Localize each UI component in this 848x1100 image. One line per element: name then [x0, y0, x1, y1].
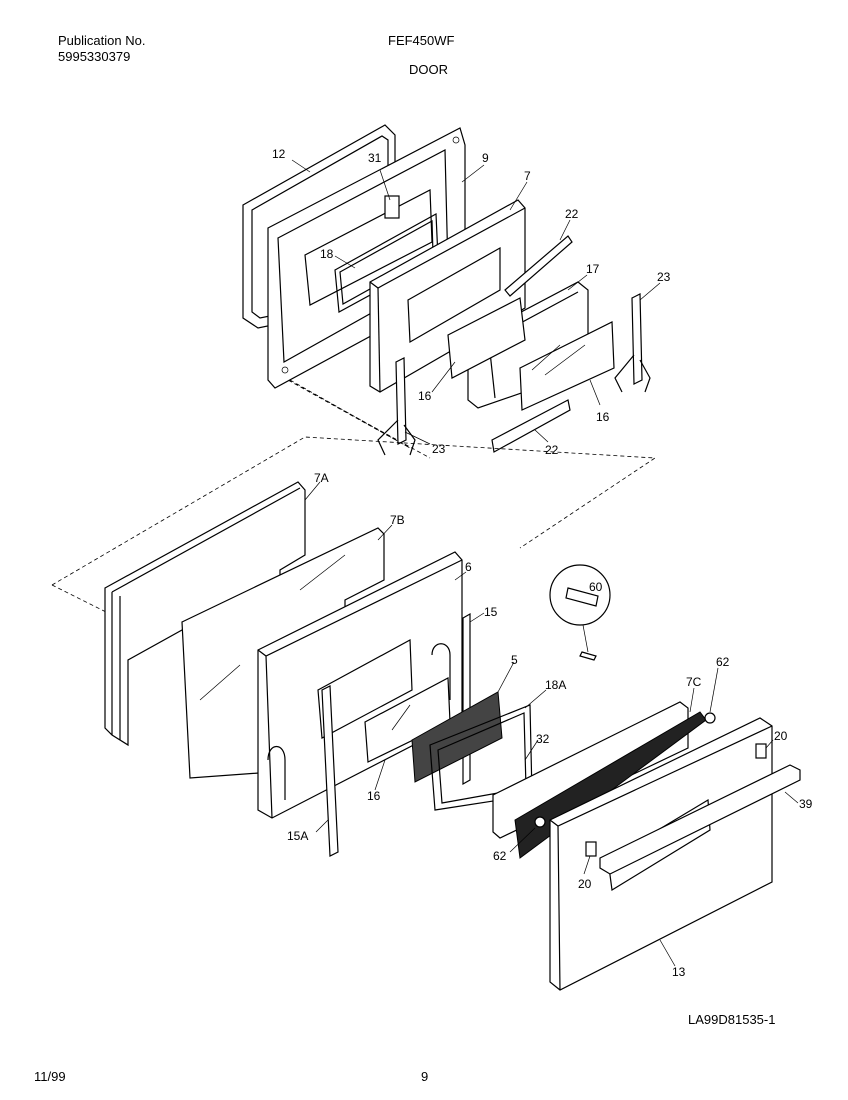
callout-16-left: 16	[418, 389, 432, 403]
screw-62-bottom	[534, 816, 546, 828]
callout-17: 17	[586, 262, 600, 276]
callout-16-right: 16	[596, 410, 610, 424]
callout-20-left: 20	[578, 877, 592, 891]
callout-6: 6	[465, 560, 472, 574]
leader-lines	[291, 159, 799, 967]
door-panel-6	[257, 551, 463, 819]
callout-22-top: 22	[565, 207, 579, 221]
callout-60: 60	[589, 580, 603, 594]
rail-22-bottom	[491, 399, 571, 453]
callout-32: 32	[536, 732, 550, 746]
screw-62-top	[704, 712, 716, 724]
callout-23-left: 23	[432, 442, 446, 456]
callout-7C: 7C	[686, 675, 702, 689]
callout-18A: 18A	[545, 678, 566, 692]
callout-15A: 15A	[287, 829, 308, 843]
bracket-31	[384, 195, 400, 219]
callout-31: 31	[368, 151, 382, 165]
callout-13: 13	[672, 965, 686, 979]
end-cap-20-right	[755, 743, 767, 759]
screw-detail-60	[549, 564, 611, 661]
end-cap-20-left	[585, 841, 597, 857]
glass-panel-16-right	[519, 321, 615, 411]
footer-date: 11/99	[34, 1069, 66, 1084]
channel-15A	[321, 685, 339, 857]
glass-panel-16-left	[447, 297, 526, 379]
callout-23-right: 23	[657, 270, 671, 284]
callout-39: 39	[799, 797, 813, 811]
section-title: DOOR	[409, 62, 448, 77]
callout-18: 18	[320, 247, 334, 261]
page-number: 9	[421, 1069, 429, 1084]
upper-assembly-outline	[269, 369, 431, 459]
callout-62-top: 62	[716, 655, 730, 669]
door-handle-39	[599, 764, 801, 875]
callout-7A: 7A	[314, 471, 329, 485]
callout-15: 15	[484, 605, 498, 619]
publication-number: 5995330379	[58, 49, 131, 64]
rail-22-top	[504, 235, 573, 297]
mesh-screen-5	[411, 691, 503, 783]
callout-5: 5	[511, 653, 518, 667]
callout-16-middle: 16	[367, 789, 381, 803]
channel-15	[462, 612, 471, 786]
callout-9: 9	[482, 151, 489, 165]
callout-20-right: 20	[774, 729, 788, 743]
callout-22-bottom: 22	[545, 443, 559, 457]
diagram-code: LA99D81535-1	[688, 1012, 776, 1027]
callout-62-bottom: 62	[493, 849, 507, 863]
callout-7: 7	[524, 169, 531, 183]
callout-12: 12	[272, 147, 286, 161]
hinge-23-right	[614, 293, 651, 393]
middle-assembly-outline	[51, 436, 657, 616]
callout-7B: 7B	[390, 513, 405, 527]
model-number: FEF450WF	[388, 33, 455, 48]
publication-label: Publication No.	[58, 33, 146, 48]
hinge-23-left	[377, 357, 416, 456]
insulation-7	[369, 199, 526, 393]
